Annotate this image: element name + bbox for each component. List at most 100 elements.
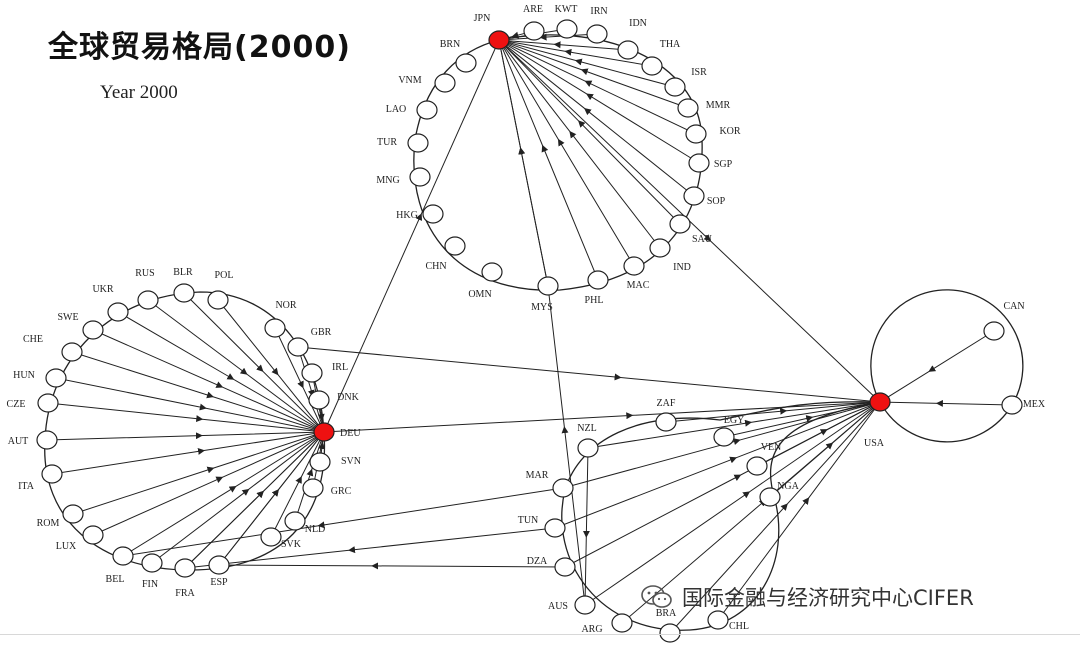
edge-che-deu xyxy=(71,351,325,433)
node-sau xyxy=(669,214,691,234)
node-fin xyxy=(141,553,163,573)
edge-mar-usa xyxy=(562,401,881,489)
edge-lux-deu xyxy=(92,431,325,536)
label-swe: SWE xyxy=(57,312,78,323)
node-svn xyxy=(309,452,331,472)
node-kwt xyxy=(556,19,578,39)
node-egy xyxy=(713,427,735,447)
node-brn xyxy=(455,53,477,73)
edge-hun-deu xyxy=(55,377,325,433)
label-sau: SAU xyxy=(692,234,713,245)
edge-can-usa xyxy=(879,330,995,403)
edge-svk-deu xyxy=(270,431,325,538)
node-bel xyxy=(112,546,134,566)
label-vnm: VNM xyxy=(398,75,421,86)
node-aus xyxy=(574,595,596,615)
edge-phl-jpn xyxy=(498,39,599,281)
node-kor xyxy=(685,124,707,144)
label-hkg: HKG xyxy=(396,210,418,221)
label-fra: FRA xyxy=(175,588,195,599)
edge-nld-deu xyxy=(294,431,325,522)
label-bel: BEL xyxy=(106,574,125,585)
node-jpn xyxy=(488,30,510,50)
label-dza: DZA xyxy=(527,556,548,567)
label-bra: BRA xyxy=(656,608,677,619)
edge-irn-jpn xyxy=(498,33,598,41)
edge-dza-esp xyxy=(218,562,566,570)
edge-sau-jpn xyxy=(498,39,681,225)
node-grc xyxy=(302,478,324,498)
label-isr: ISR xyxy=(691,67,707,78)
label-kwt: KWT xyxy=(555,4,578,15)
label-ven: VEN xyxy=(761,442,782,453)
node-sop xyxy=(683,186,705,206)
edge-mys-jpn xyxy=(498,39,549,287)
node-nor xyxy=(264,318,286,338)
node-che xyxy=(61,342,83,362)
edge-swe-deu xyxy=(92,329,325,433)
wechat-icon xyxy=(641,585,672,608)
edge-esp-deu xyxy=(218,431,325,566)
edge-mex-usa xyxy=(879,399,1013,407)
label-idn: IDN xyxy=(629,18,647,29)
label-irn: IRN xyxy=(590,6,607,17)
node-fra xyxy=(174,558,196,578)
label-rus: RUS xyxy=(135,268,154,279)
node-nld xyxy=(284,511,306,531)
node-omn xyxy=(481,262,503,282)
label-are: ARE xyxy=(523,4,543,15)
label-pol: POL xyxy=(215,270,234,281)
edge-aus-mys xyxy=(547,285,586,606)
label-gbr: GBR xyxy=(311,327,332,338)
label-hun: HUN xyxy=(13,370,35,381)
node-ukr xyxy=(107,302,129,322)
node-isr xyxy=(664,77,686,97)
label-fin: FIN xyxy=(142,579,158,590)
edge-aut-deu xyxy=(46,431,325,441)
label-irl: IRL xyxy=(332,362,348,373)
label-dnk: DNK xyxy=(337,392,359,403)
node-chn xyxy=(444,236,466,256)
node-are xyxy=(523,21,545,41)
node-rus xyxy=(137,290,159,310)
label-sop: SOP xyxy=(707,196,726,207)
node-irl xyxy=(301,363,323,383)
node-hkg xyxy=(422,204,444,224)
node-svk xyxy=(260,527,282,547)
label-zaf: ZAF xyxy=(657,398,676,409)
label-egy: EGY xyxy=(724,415,745,426)
node-zaf xyxy=(655,412,677,432)
node-dza xyxy=(554,557,576,577)
americas-ring xyxy=(870,289,1024,443)
edge-fra-deu xyxy=(184,431,325,569)
edge-isr-jpn xyxy=(498,39,676,88)
label-chn: CHN xyxy=(425,261,446,272)
edge-dza-usa xyxy=(564,401,881,568)
node-mex xyxy=(1001,395,1023,415)
label-svk: SVK xyxy=(281,539,302,550)
label-mex: MEX xyxy=(1023,399,1046,410)
label-grc: GRC xyxy=(331,486,352,497)
label-mmr: MMR xyxy=(706,100,731,111)
edge-zaf-usa xyxy=(665,401,881,423)
edge-blr-deu xyxy=(183,292,325,433)
node-rom xyxy=(62,504,84,524)
edge-tha-jpn xyxy=(498,39,653,67)
edge-cze-deu xyxy=(47,402,325,433)
label-aut: AUT xyxy=(8,436,29,447)
edge-mac-jpn xyxy=(498,39,635,267)
node-ita xyxy=(41,464,63,484)
node-swe xyxy=(82,320,104,340)
node-tha xyxy=(641,56,663,76)
edge-deu-jpn xyxy=(323,39,500,433)
edge-sgp-jpn xyxy=(498,39,700,164)
label-mar: MAR xyxy=(526,470,549,481)
edge-pol-deu xyxy=(217,299,325,433)
node-chl xyxy=(707,610,729,630)
node-mng xyxy=(409,167,431,187)
edge-tun-usa xyxy=(554,401,881,529)
label-ita: ITA xyxy=(18,481,35,492)
node-deu xyxy=(313,422,335,442)
label-nor: NOR xyxy=(275,300,296,311)
node-lao xyxy=(416,100,438,120)
